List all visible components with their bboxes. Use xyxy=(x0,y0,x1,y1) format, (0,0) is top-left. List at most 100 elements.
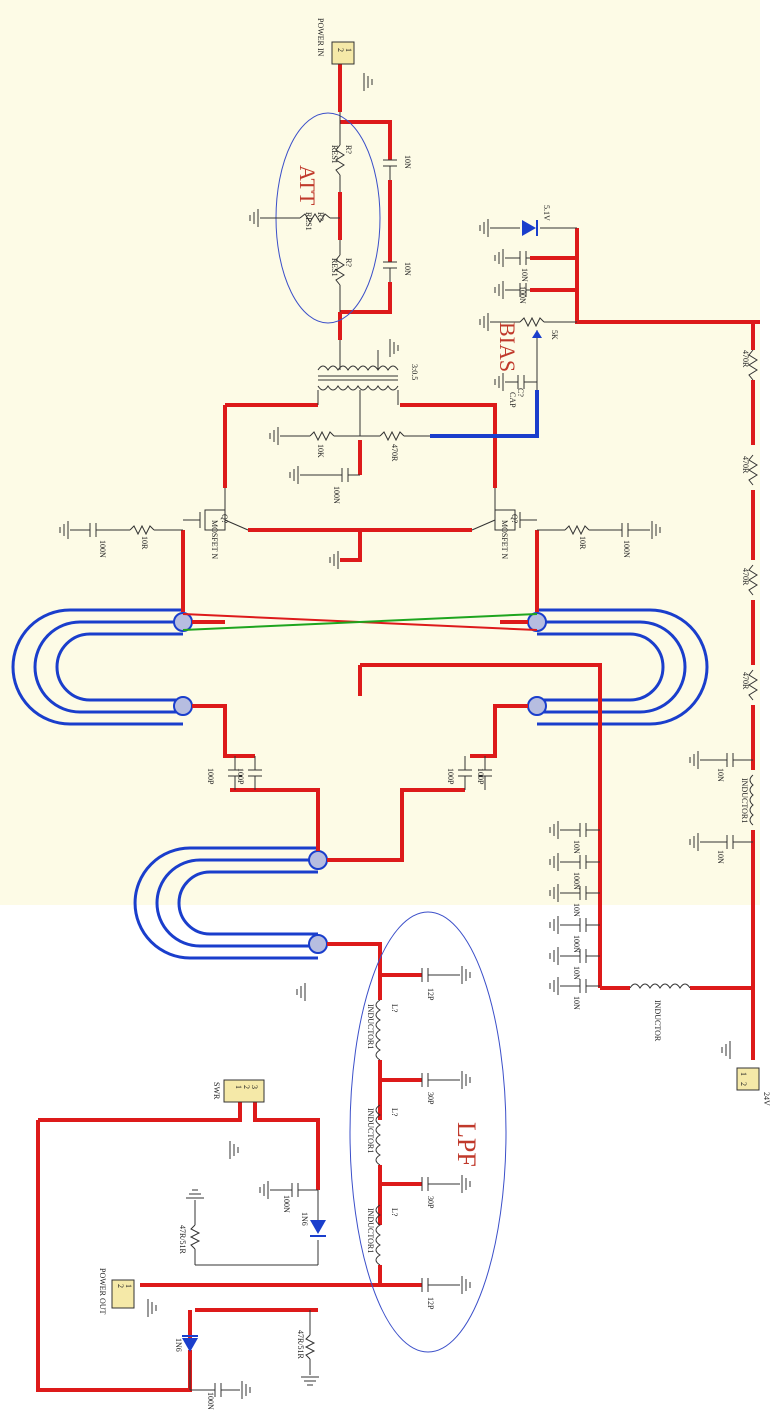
swr-pin-2: 2 xyxy=(242,1085,251,1089)
swr-res1-value: 47R/51R xyxy=(178,1225,187,1255)
signal-wires xyxy=(36,62,760,1392)
res-mid-ref: R? xyxy=(316,212,325,221)
ground-icon xyxy=(461,1275,471,1295)
pot-wiper-icon xyxy=(532,330,542,338)
bias-network xyxy=(490,227,577,390)
ground-icon xyxy=(479,218,489,238)
ground-icon xyxy=(289,465,299,485)
swr-pin-3: 3 xyxy=(250,1085,259,1089)
feed-cap-bot-value: 10N xyxy=(716,850,725,864)
main-inductor-label: INDUCTOR xyxy=(653,1000,662,1042)
dec-cap-6: 10N xyxy=(572,996,581,1010)
transformer-ratio: 3:0.5 xyxy=(410,364,419,380)
ground-icon xyxy=(549,820,559,840)
bias-wires xyxy=(430,390,539,438)
c-left-a-value: 100P xyxy=(206,768,215,785)
res-top-ref: R? xyxy=(344,145,353,154)
ground-icon xyxy=(549,976,559,996)
power-out-connector: 2 1 POWER OUT xyxy=(98,1268,157,1318)
q2-gate-r-value: 10R xyxy=(578,536,587,550)
output-balun xyxy=(133,846,318,960)
power-in-pin-2: 2 xyxy=(336,48,345,52)
input-transformer xyxy=(317,340,399,436)
r470-2-value: 470R xyxy=(741,456,750,474)
supply-pin-1: 1 xyxy=(739,1072,748,1076)
q2-name: MOSFET N xyxy=(500,520,509,559)
mosfet-q2 xyxy=(471,488,537,531)
swr-diode1-icon xyxy=(310,1220,326,1234)
ground-icon xyxy=(549,883,559,903)
q2-gate-network xyxy=(537,523,650,537)
dec-cap-4: 100N xyxy=(572,935,581,953)
lpf-block-label: LPF xyxy=(452,1122,481,1167)
lpf-l3-name: INDUCTOR1 xyxy=(366,1208,375,1253)
gate-bias-network xyxy=(280,430,430,482)
swr-pin-1: 1 xyxy=(234,1085,243,1089)
gate-r2-value: 470R xyxy=(390,444,399,462)
ground-icon xyxy=(549,946,559,966)
ground-icon xyxy=(389,338,399,358)
power-out-pin-2: 2 xyxy=(116,1284,125,1288)
ground-icon xyxy=(296,982,306,1002)
ground-icon xyxy=(494,280,504,300)
supply-pin-2: 2 xyxy=(739,1082,748,1086)
feed-cap-top-value: 10N xyxy=(716,768,725,782)
lpf-ellipse xyxy=(349,911,507,1353)
power-out-pin-1: 1 xyxy=(124,1284,133,1288)
swr-cap2-value: 100N xyxy=(206,1392,215,1410)
bias-cap1-value: 10N xyxy=(520,268,529,282)
lpf-l2-name: INDUCTOR1 xyxy=(366,1108,375,1153)
power-in-connector: 2 1 POWER IN xyxy=(316,18,373,92)
ground-icon xyxy=(689,832,699,852)
lpf-l1-name: INDUCTOR1 xyxy=(366,1004,375,1049)
c-left-b-value: 100P xyxy=(236,768,245,785)
ground-icon xyxy=(229,1140,239,1160)
ground-icon xyxy=(461,965,471,985)
r470-4-value: 470R xyxy=(741,672,750,690)
supply-connector: 1 2 24V xyxy=(721,1040,771,1106)
q1-name: MOSFET N xyxy=(210,520,219,559)
ground-icon xyxy=(300,1376,320,1386)
ground-icon xyxy=(241,1380,251,1400)
ground-icon xyxy=(185,1189,205,1199)
lpf-l3-ref: L? xyxy=(390,1208,399,1217)
dec-cap-5: 10N xyxy=(572,966,581,980)
ground-icon xyxy=(269,426,279,446)
gate-cap-value: 100N xyxy=(332,486,341,504)
coupling-caps xyxy=(228,756,492,790)
power-in-pin-1: 1 xyxy=(344,48,353,52)
ground-icon xyxy=(363,72,373,92)
res-top-name: RES1 xyxy=(330,145,339,164)
decoupling-caps xyxy=(560,823,691,993)
att-cap1-value: 10N xyxy=(403,155,412,169)
att-cap2-value: 10N xyxy=(403,262,412,276)
power-in-label: POWER IN xyxy=(316,18,325,57)
ground-icon xyxy=(259,1180,269,1200)
bias-block-label: BIAS xyxy=(495,322,520,372)
lpf-c1-value: 12P xyxy=(426,988,435,1001)
cap-c-name: CAP xyxy=(508,392,517,408)
supply-label: 24V xyxy=(762,1092,771,1106)
swr-diode1-value: 1N6 xyxy=(300,1212,309,1226)
q1-gate-r-value: 10R xyxy=(140,536,149,550)
ground-icon xyxy=(721,1040,731,1060)
swr-res2-value: 47R/51R xyxy=(296,1330,305,1360)
q2-gate-c-value: 100N xyxy=(622,540,631,558)
ground-icon xyxy=(249,208,259,228)
ground-icon xyxy=(549,852,559,872)
mosfet-q1 xyxy=(183,488,249,531)
att-resistors xyxy=(260,112,397,312)
ground-icon xyxy=(494,372,504,392)
dec-cap-2: 100N xyxy=(572,872,581,890)
ground-icon xyxy=(494,248,504,268)
r470-1-value: 470R xyxy=(741,350,750,368)
ground-icon xyxy=(479,312,489,332)
dec-cap-3: 10N xyxy=(572,903,581,917)
ground-icon xyxy=(461,1070,471,1090)
pot-value: 5K xyxy=(550,330,559,340)
ground-icon xyxy=(461,1174,471,1194)
power-out-label: POWER OUT xyxy=(98,1268,107,1315)
lpf-c3-value: 30P xyxy=(426,1196,435,1209)
c-right-b-value: 100P xyxy=(476,768,485,785)
